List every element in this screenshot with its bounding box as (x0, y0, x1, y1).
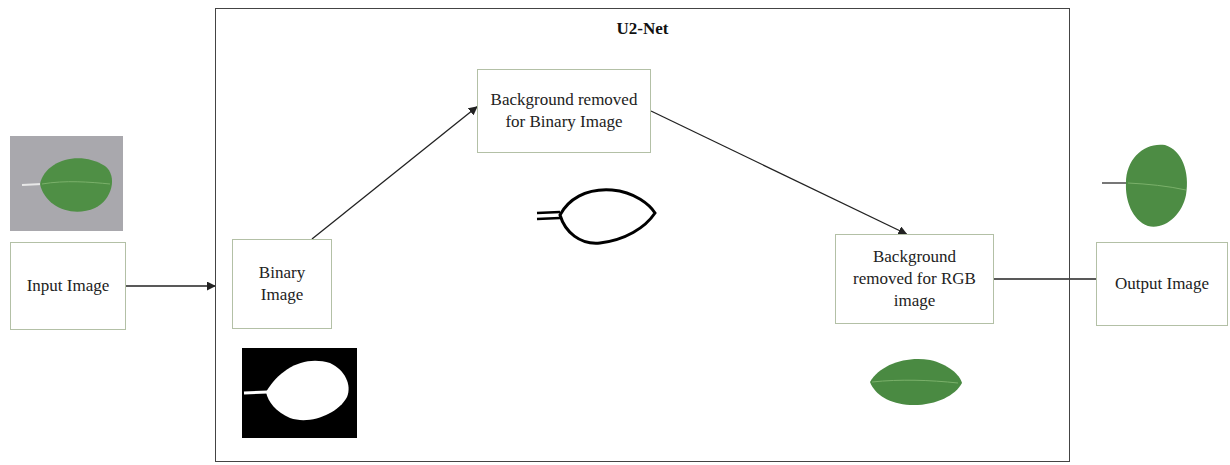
box-label: Binary Image (241, 262, 323, 306)
process-box: Input Image (10, 242, 126, 330)
outline-leaf (560, 190, 655, 243)
process-box: Binary Image (232, 239, 332, 329)
leaf (40, 158, 112, 211)
rgb-leaf (870, 359, 962, 405)
box-label: Input Image (27, 275, 110, 297)
leaf-stem (22, 184, 42, 185)
frame-heading: U2-Net (216, 19, 1069, 39)
flow-arrow (126, 285, 215, 286)
mask-stem (244, 392, 268, 393)
leaf-vein (1128, 183, 1186, 190)
process-box: Output Image (1096, 242, 1228, 326)
process-box: Background removed for Binary Image (477, 69, 651, 153)
binary-mask (242, 348, 357, 438)
box-label: Background removed for Binary Image (486, 89, 642, 133)
process-box: Background removed for RGB image (835, 234, 994, 324)
output-stem (1102, 182, 1128, 184)
mask-leaf (266, 361, 349, 420)
model-frame: U2-NetBinary Image Background removed for… (215, 8, 1070, 462)
output-leaf (1126, 145, 1187, 227)
box-label: Output Image (1115, 273, 1209, 295)
input-photo (10, 136, 123, 231)
flow-arrow (651, 111, 907, 234)
flow-arrow (994, 278, 1096, 279)
leaf-vein (872, 380, 958, 383)
leaf-vein (42, 182, 110, 184)
box-label: Background removed for RGB image (844, 246, 985, 312)
outline-stem (537, 212, 560, 219)
flow-arrow (312, 107, 477, 239)
